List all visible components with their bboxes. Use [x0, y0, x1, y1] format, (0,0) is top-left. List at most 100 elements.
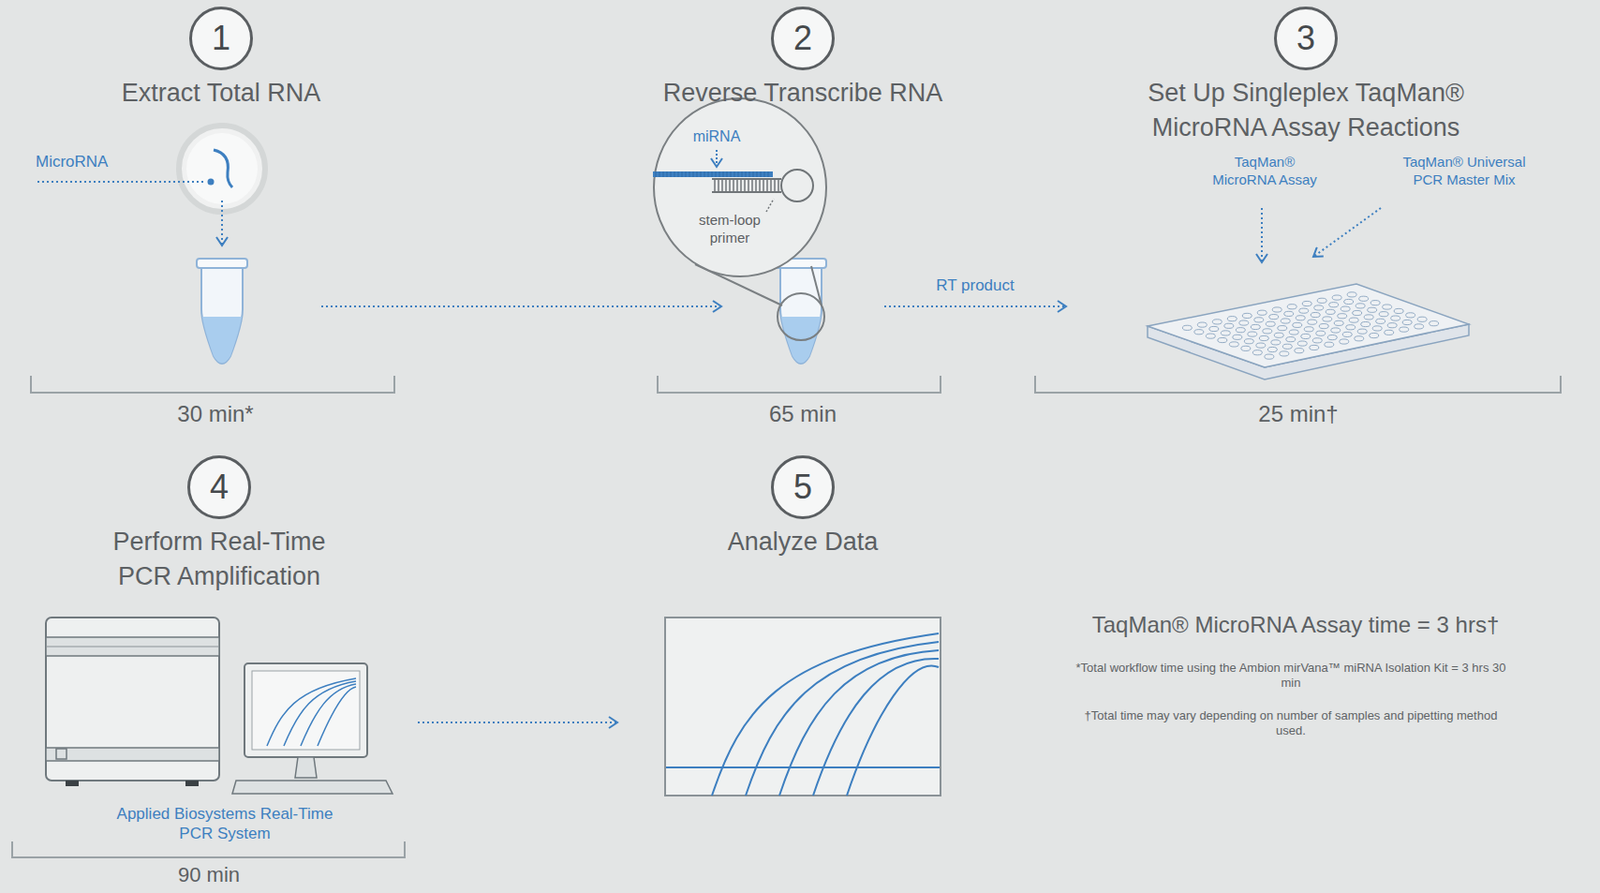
step-number: 1	[189, 6, 253, 71]
amplification-plot	[665, 617, 941, 796]
stem-loop-primer	[766, 178, 769, 193]
reaction-plate	[1257, 310, 1267, 315]
computer	[317, 686, 356, 746]
step-title-text: Reverse Transcribe RNA	[663, 78, 944, 107]
step-number: 5	[770, 455, 835, 519]
reaction-plate	[1302, 300, 1312, 306]
reaction-plate	[1339, 339, 1349, 344]
stem-loop-primer	[745, 171, 747, 178]
reaction-plate	[1342, 331, 1352, 337]
step-time: 25 min†	[1218, 400, 1378, 429]
computer	[295, 756, 317, 778]
reaction-plate	[1317, 297, 1327, 303]
reaction-plate	[1318, 323, 1329, 328]
stem-loop-primer	[755, 178, 757, 193]
reaction-plate	[1227, 316, 1237, 322]
stem-loop-primer	[723, 171, 725, 178]
reaction-plate	[1333, 320, 1344, 326]
stem-loop-primer	[760, 171, 762, 178]
reaction-plate	[1309, 344, 1319, 350]
reaction-plate	[1271, 340, 1281, 345]
reaction-plate	[1217, 337, 1228, 342]
stem-loop-primer	[666, 171, 668, 178]
reaction-plate	[1294, 348, 1304, 354]
stem-loop-primer	[681, 171, 683, 178]
reaction-plate	[1370, 300, 1380, 306]
stem-loop-primer	[764, 171, 766, 178]
reaction-plate	[1325, 309, 1335, 314]
instrument-label: Applied Biosystems Real-Time PCR System	[107, 803, 342, 845]
stem-loop-primer	[736, 178, 739, 193]
reaction-plate	[1303, 326, 1314, 332]
stem-loop-primer	[719, 171, 721, 178]
step-node: 2Reverse Transcribe RNA	[721, 6, 885, 371]
reaction-plate	[1244, 339, 1254, 344]
time-bracket	[1035, 375, 1561, 393]
amplification-plot	[813, 658, 939, 796]
pcr-instrument	[45, 617, 220, 781]
pcr-instrument	[56, 748, 67, 759]
reaction-plate	[1262, 328, 1273, 334]
reaction-plate	[1220, 330, 1230, 336]
reaction-plate	[1348, 317, 1359, 323]
reaction-plate	[1182, 325, 1192, 330]
stem-loop-primer	[768, 171, 770, 178]
pcr-instrument	[65, 780, 79, 786]
stem-loop-primer	[714, 178, 779, 193]
reaction-plate	[1267, 346, 1277, 352]
reaction-plate	[1361, 321, 1371, 326]
reaction-plate	[1212, 319, 1222, 325]
reaction-plate	[1378, 311, 1389, 317]
stem-loop-primer	[777, 178, 780, 193]
reaction-plate	[1384, 329, 1394, 335]
amplification-plot	[745, 641, 939, 796]
reaction-plate	[1182, 292, 1438, 359]
step-node: 1Extract Total RNA	[120, 6, 322, 371]
computer	[266, 678, 356, 746]
reaction-plate	[1429, 321, 1439, 326]
stem-loop-primer	[732, 178, 735, 193]
microrna-bubble	[207, 178, 215, 186]
reaction-plate	[1372, 325, 1382, 331]
step-title-text: Perform Real-Time PCR Amplification	[112, 527, 326, 591]
reaction-plate	[1376, 318, 1386, 324]
step-title-text: Set Up Singleplex TaqMan® MicroRNA Assay…	[1147, 78, 1465, 142]
stem-loop-primer	[738, 171, 740, 178]
computer	[244, 663, 368, 757]
reaction-plate	[1327, 335, 1337, 341]
reaction-plate	[1367, 307, 1378, 312]
step-node: 3Set Up Singleplex TaqMan® MicroRNA Assa…	[1066, 6, 1546, 371]
reaction-plate	[1269, 314, 1279, 320]
microrna-bubble	[37, 125, 266, 246]
reaction-plate	[1369, 332, 1379, 338]
reaction-plate	[1344, 298, 1354, 304]
stem-loop-primer	[762, 178, 765, 193]
stem-loop-primer	[753, 171, 755, 178]
reaction-plate	[1382, 304, 1393, 310]
stem-loop-primer	[674, 171, 676, 178]
stem-loop-primer	[700, 171, 702, 178]
stem-loop-primer	[717, 178, 720, 193]
reaction-plate	[1250, 324, 1260, 329]
reaction-plate	[1272, 307, 1282, 312]
pcr-instrument	[45, 617, 220, 786]
stem-loop-primer	[751, 178, 754, 193]
step-number: 3	[1274, 6, 1338, 71]
stem-loop-primer	[652, 149, 814, 212]
step-number: 4	[187, 455, 252, 519]
reaction-plate	[1254, 317, 1264, 323]
reaction-plate	[1279, 351, 1289, 356]
flow-arrow	[417, 721, 618, 724]
stem-loop-primer	[704, 171, 706, 178]
step-time: 65 min	[723, 400, 883, 429]
reaction-plate	[1310, 311, 1320, 317]
stem-loop-primer	[773, 178, 776, 193]
stem-loop-primer	[715, 171, 717, 178]
computer	[266, 678, 356, 746]
reagent-label: TaqMan® Universal PCR Master Mix	[1389, 153, 1540, 190]
rt-tube	[775, 258, 827, 364]
microrna-bubble	[178, 125, 266, 212]
reaction-plate	[1329, 302, 1339, 308]
stem-loop-primer	[696, 171, 698, 178]
stem-loop-primer	[726, 171, 728, 178]
